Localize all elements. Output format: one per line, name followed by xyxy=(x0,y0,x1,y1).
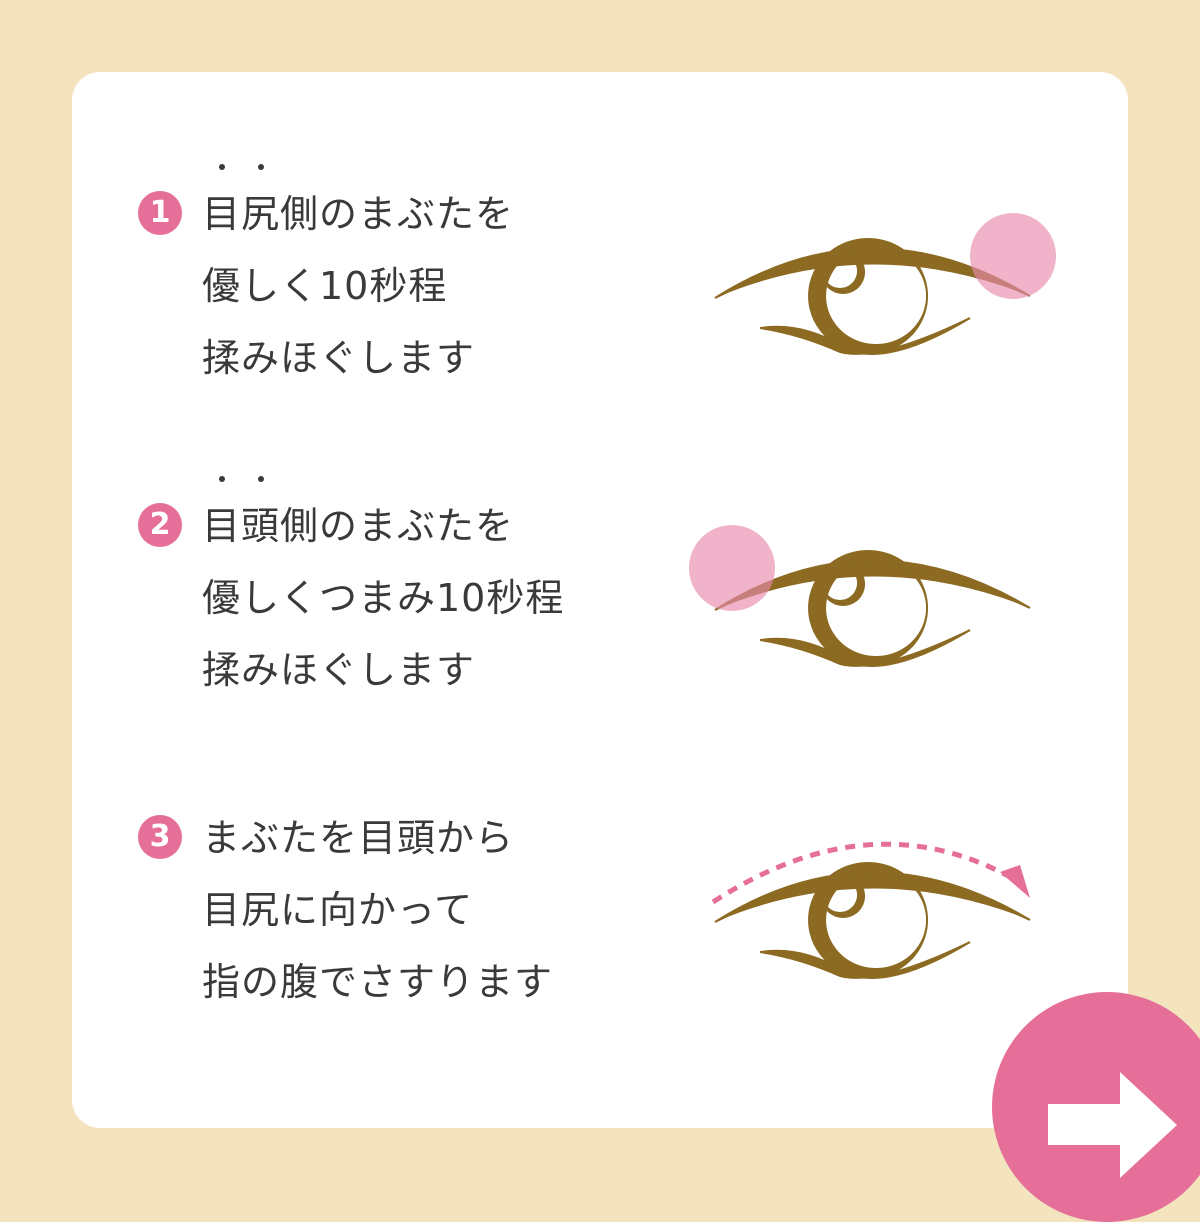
step-line: まぶたを目頭から xyxy=(202,816,515,860)
step-line: 揉みほぐします xyxy=(202,336,476,380)
step-1: 1 目尻側のまぶたを 優しく10秒程 揉みほぐします xyxy=(72,72,1128,380)
step-line: 目尻に向かって xyxy=(202,888,474,932)
step-3: 3 まぶたを目頭から 目尻に向かって 指の腹でさすります xyxy=(72,696,1128,1004)
emphasis-char: 目 xyxy=(202,164,241,250)
step-text: 目頭側のまぶたを 優しくつまみ10秒程 揉みほぐします xyxy=(202,476,565,706)
step-text: まぶたを目頭から 目尻に向かって 指の腹でさすります xyxy=(202,802,553,1018)
step-2: 2 目頭側のまぶたを 優しくつまみ10秒程 揉みほぐします xyxy=(72,384,1128,692)
step-line: 揉みほぐします xyxy=(202,648,476,692)
emphasis-char: 尻 xyxy=(241,164,280,250)
step-number-badge: 2 xyxy=(138,503,182,547)
step-number-badge: 3 xyxy=(138,815,182,859)
step-line: 指の腹でさすります xyxy=(202,960,554,1004)
emphasis-char: 頭 xyxy=(241,476,280,562)
instruction-card: 1 目尻側のまぶたを 優しく10秒程 揉みほぐします 2 目頭側のまぶたを 優し… xyxy=(72,72,1128,1128)
step-line: 優しくつまみ10秒程 xyxy=(202,576,565,620)
step-line: 目頭側のまぶたを xyxy=(202,476,564,562)
next-button[interactable] xyxy=(992,992,1200,1222)
step-text: 目尻側のまぶたを 優しく10秒程 揉みほぐします xyxy=(202,164,514,394)
step-line: 優しく10秒程 xyxy=(202,264,448,308)
step-line: 目尻側のまぶたを xyxy=(202,164,514,250)
arrow-right-icon xyxy=(1048,1072,1177,1178)
emphasis-char: 目 xyxy=(202,476,241,562)
step-number-badge: 1 xyxy=(138,191,182,235)
